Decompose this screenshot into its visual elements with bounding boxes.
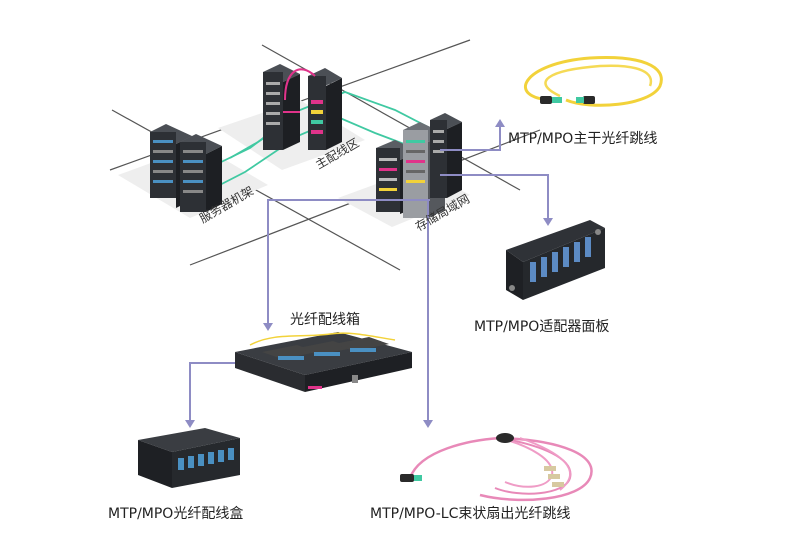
lc-port [178,458,184,470]
connector-cassette [189,362,235,422]
lc-port-row [278,356,304,360]
adapter-panel-image [506,220,605,300]
mpo-connector-icon [583,96,595,104]
connector-adapter-panel [440,174,549,220]
breakout-icon [496,433,514,443]
lc-connector-icon [548,474,560,479]
rack-icon [403,130,428,218]
label-trunk-cable: MTP/MPO主干光纤跳线 [508,131,658,147]
lc-port-row [350,348,376,352]
lock-icon [352,375,358,383]
rack-icon [180,142,206,212]
adapter-port [585,237,591,257]
lc-connector-icon [552,482,564,487]
lc-port [188,456,194,468]
connector-trunk [440,125,501,151]
connector-enclosure [267,199,430,325]
adapter-port [541,257,547,277]
server-racks [150,124,222,212]
label-harness-cable: MTP/MPO-LC束状扇出光纤跳线 [370,506,571,522]
patch-cord [284,68,316,101]
mpo-connector-icon [400,474,414,482]
adapter-port [563,247,569,267]
lc-port [208,452,214,464]
trunk-cable-image [523,56,663,107]
label-cassette: MTP/MPO光纤配线盒 [108,506,244,522]
lc-port [228,448,234,460]
lc-port [198,454,204,466]
adapter-port [574,242,580,262]
main-distribution-racks [263,64,342,150]
fiber-enclosure-image [235,332,412,392]
adapter-port [530,262,536,282]
cassette-image [138,428,240,488]
rack-icon [430,120,447,198]
storage-racks [376,113,462,218]
label-adapter-panel: MTP/MPO适配器面板 [474,319,610,335]
connector-lines [189,125,549,422]
lc-port-row [314,352,340,356]
adapter-port [552,252,558,272]
rack-icon [263,72,283,150]
lc-port [218,450,224,462]
lc-connector-icon [544,466,556,471]
label-fiber-enclosure: 光纤配线箱 [290,312,360,328]
harness-cable-image [400,433,593,502]
mpo-connector-icon [540,96,552,104]
connector-arrows [185,119,553,428]
